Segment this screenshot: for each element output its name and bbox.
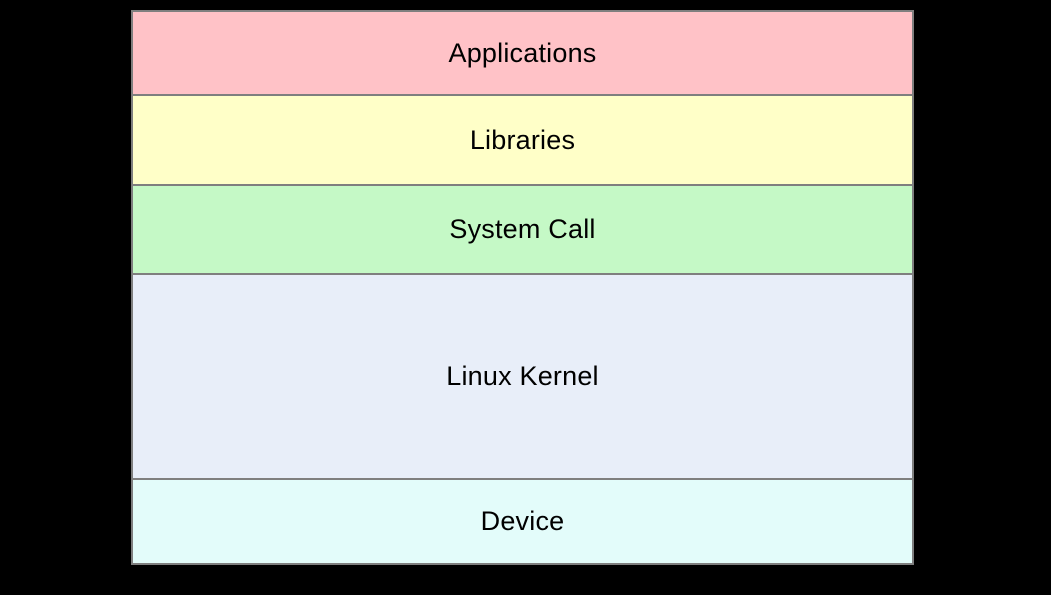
layer-libraries-label: Libraries	[469, 124, 576, 155]
layer-system-call: System Call	[133, 186, 912, 275]
layer-linux-kernel-label: Linux Kernel	[446, 361, 599, 391]
layer-linux-kernel: Linux Kernel	[133, 275, 912, 480]
layer-libraries: Libraries	[133, 96, 912, 186]
layer-system-call-label: System Call	[449, 214, 596, 244]
layer-applications-label: Applications	[448, 37, 597, 68]
layer-device: Device	[133, 480, 912, 563]
linux-architecture-diagram: Applications Libraries System Call Linux…	[131, 10, 914, 565]
layer-device-label: Device	[480, 506, 565, 536]
layer-applications: Applications	[133, 12, 912, 96]
